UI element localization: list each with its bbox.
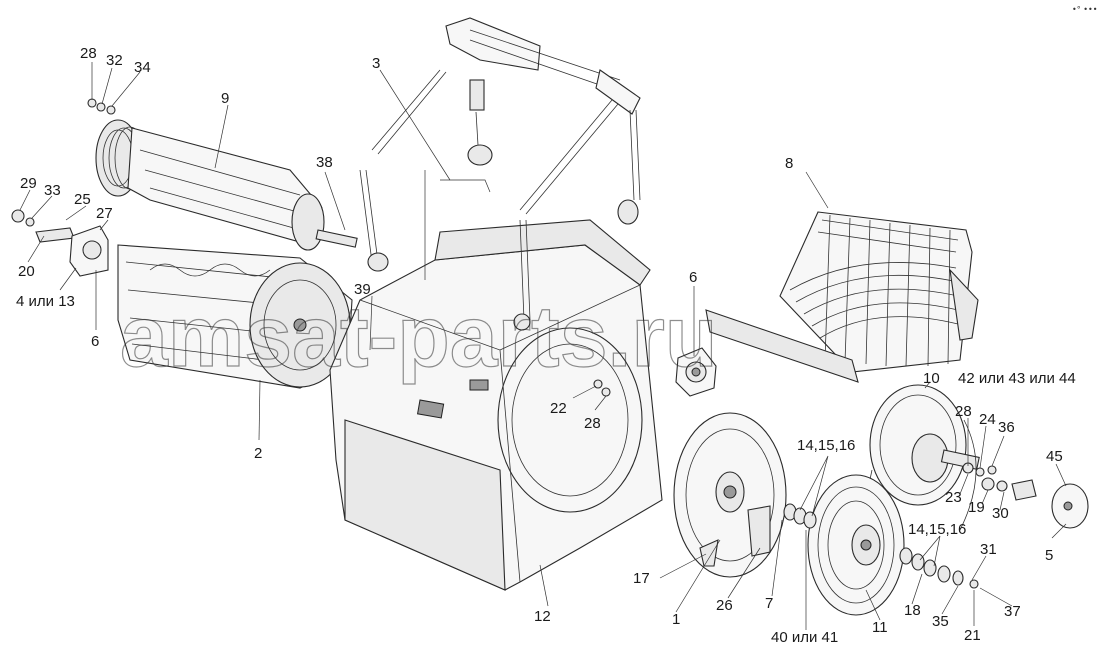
callout-21: 21 <box>964 627 981 644</box>
callout-17: 17 <box>633 570 650 587</box>
left-bearing-parts <box>11 98 116 277</box>
thresher-housing-12 <box>329 219 663 591</box>
callout-39: 39 <box>354 281 371 298</box>
watermark-text: amsat-parts.ru <box>120 289 717 385</box>
concave-grate-8 <box>705 211 979 383</box>
callout-28: 28 <box>80 45 97 62</box>
callout-28-mid: 28 <box>584 415 601 432</box>
callout-14-15-16-bottom: 14,15,16 <box>908 521 966 538</box>
callout-33: 33 <box>44 182 61 199</box>
callout-10: 10 <box>923 370 940 387</box>
callout-40-or-41: 40 или 41 <box>771 629 838 646</box>
callout-24: 24 <box>979 411 996 428</box>
callout-28-right: 28 <box>955 403 972 420</box>
callout-5: 5 <box>1045 547 1053 564</box>
callout-12: 12 <box>534 608 551 625</box>
callout-34: 34 <box>134 59 151 76</box>
pulley-11 <box>807 474 905 616</box>
callout-6-right: 6 <box>689 269 697 286</box>
callout-30: 30 <box>992 505 1009 522</box>
callout-1: 1 <box>672 611 680 628</box>
callout-23: 23 <box>945 489 962 506</box>
hub-shaft-parts <box>962 462 1089 529</box>
callout-38: 38 <box>316 154 333 171</box>
leader-lines <box>19 62 1067 630</box>
callout-32: 32 <box>106 52 123 69</box>
callout-26: 26 <box>716 597 733 614</box>
callout-18: 18 <box>904 602 921 619</box>
callout-37: 37 <box>1004 603 1021 620</box>
callout-19: 19 <box>968 499 985 516</box>
callout-36: 36 <box>998 419 1015 436</box>
thresher-drum-2 <box>117 244 353 389</box>
callout-2: 2 <box>254 445 262 462</box>
callout-25: 25 <box>74 191 91 208</box>
callout-14-15-16-top: 14,15,16 <box>797 437 855 454</box>
callout-labels: 28 32 34 9 3 38 29 33 25 27 20 4 или 13 … <box>16 45 1076 646</box>
callout-4-or-13: 4 или 13 <box>16 293 75 310</box>
callout-7: 7 <box>765 595 773 612</box>
callout-31: 31 <box>980 541 997 558</box>
callout-11: 11 <box>872 619 888 636</box>
corner-mark: •° ••• <box>1072 5 1097 14</box>
callout-6-left: 6 <box>91 333 99 350</box>
callout-42-43-44: 42 или 43 или 44 <box>958 370 1076 387</box>
callout-20: 20 <box>18 263 35 280</box>
callout-35: 35 <box>932 613 949 630</box>
callout-22: 22 <box>550 400 567 417</box>
callout-29: 29 <box>20 175 37 192</box>
washers-14-15-16 <box>783 503 979 589</box>
callout-45: 45 <box>1046 448 1063 465</box>
bearing-housing-6 <box>675 347 717 397</box>
pulley-10 <box>867 384 980 566</box>
callout-9: 9 <box>221 90 229 107</box>
cover-disc-1 <box>673 412 787 578</box>
control-linkage-3 <box>359 17 641 331</box>
callout-3: 3 <box>372 55 380 72</box>
callout-27: 27 <box>96 205 113 222</box>
callout-8: 8 <box>785 155 793 172</box>
beater-drum-9 <box>95 119 358 251</box>
